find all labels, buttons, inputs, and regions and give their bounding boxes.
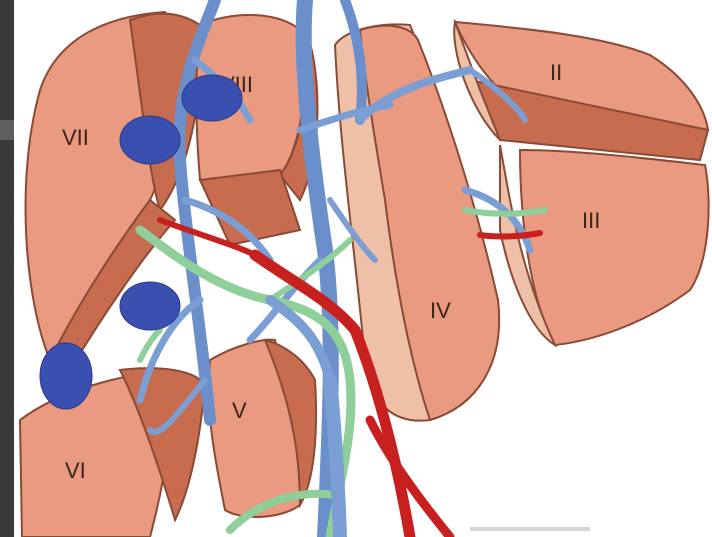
marker-dot-1 bbox=[182, 75, 242, 121]
segment-ii: II bbox=[454, 22, 708, 160]
segment-ii-label: II bbox=[550, 60, 562, 85]
marker-dot-2 bbox=[120, 116, 180, 164]
segment-v-label: V bbox=[232, 398, 247, 423]
marker-dot-3 bbox=[120, 282, 180, 330]
segment-iii-label: III bbox=[582, 208, 600, 233]
segment-iv-label: IV bbox=[430, 298, 451, 323]
left-border-strip bbox=[0, 0, 14, 537]
bottom-residual-text bbox=[470, 527, 590, 531]
segment-vi-label: VI bbox=[65, 458, 86, 483]
segment-v: V bbox=[209, 340, 316, 517]
segment-vii-label: VII bbox=[62, 125, 89, 150]
marker-dot-4 bbox=[40, 343, 92, 409]
